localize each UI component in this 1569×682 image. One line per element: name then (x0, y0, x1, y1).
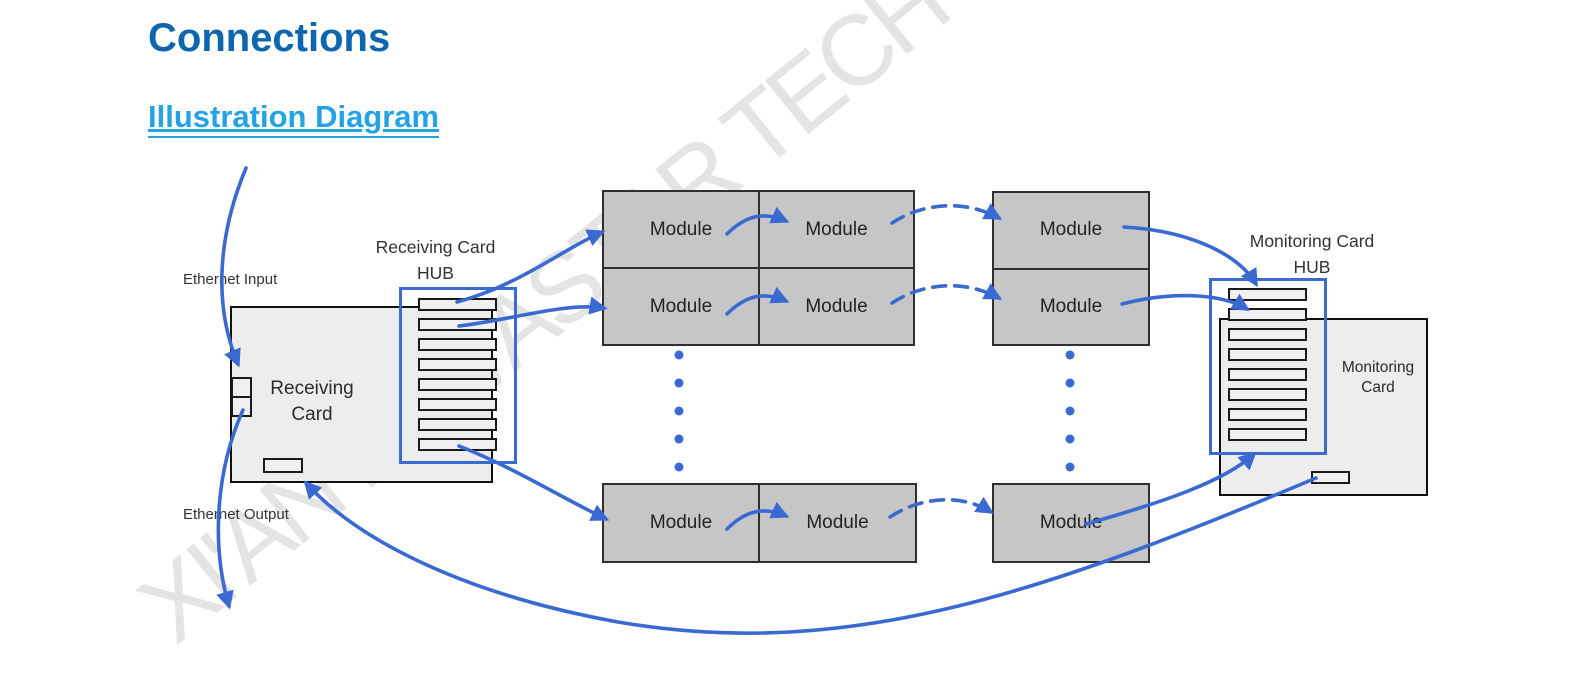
module-box: Module (604, 485, 758, 561)
receiving-hub-label: Receiving Card HUB (375, 237, 496, 283)
hub-slot (1228, 408, 1307, 421)
ethernet-input-label: Ethernet Input (183, 271, 278, 288)
module-box-bottom-right: Module (992, 483, 1150, 563)
monitoring-card-bottom-port (1311, 471, 1350, 484)
continuation-dots-left (674, 350, 684, 472)
ethernet-input-connector (231, 377, 252, 398)
continuation-dots-right (1065, 350, 1075, 472)
hub-slot (1228, 288, 1307, 301)
module-box: Module (604, 192, 758, 267)
module-box: Module (994, 269, 1148, 344)
receiving-card-label: Receiving Card (270, 378, 354, 425)
hub-slot (1228, 348, 1307, 361)
hub-slot (1228, 328, 1307, 341)
hub-slot (418, 438, 497, 451)
monitoring-hub-label: Monitoring Card HUB (1249, 231, 1375, 277)
module-box: Module (760, 192, 913, 267)
module-row-bottom-left: Module Module (602, 483, 917, 563)
module-column-top-right: Module Module (992, 191, 1150, 346)
hub-slot (418, 398, 497, 411)
monitoring-card-label: Monitoring Card (1341, 359, 1415, 396)
module-box: Module (994, 193, 1148, 268)
illustration-diagram-link[interactable]: Illustration Diagram (148, 99, 440, 138)
receiving-card-bottom-port (263, 458, 303, 473)
hub-slot (418, 298, 497, 311)
hub-slot (1228, 308, 1307, 321)
ethernet-output-label: Ethernet Output (183, 506, 289, 523)
hub-slot (1228, 368, 1307, 381)
hub-slot (418, 338, 497, 351)
page-title: Connections (148, 16, 391, 60)
hub-slot (418, 358, 497, 371)
ethernet-output-connector (231, 396, 252, 417)
module-box: Module (994, 485, 1148, 561)
module-box: Module (760, 269, 913, 344)
module-grid-top-left: Module Module Module Module (602, 190, 915, 346)
hub-slot (418, 418, 497, 431)
hub-slot (418, 378, 497, 391)
hub-slot (418, 318, 497, 331)
module-box: Module (760, 485, 915, 561)
monitoring-hub-rect (1209, 278, 1327, 455)
hub-slot (1228, 428, 1307, 441)
receiving-card-box (230, 306, 493, 483)
hub-slot (1228, 388, 1307, 401)
module-box: Module (604, 269, 758, 344)
